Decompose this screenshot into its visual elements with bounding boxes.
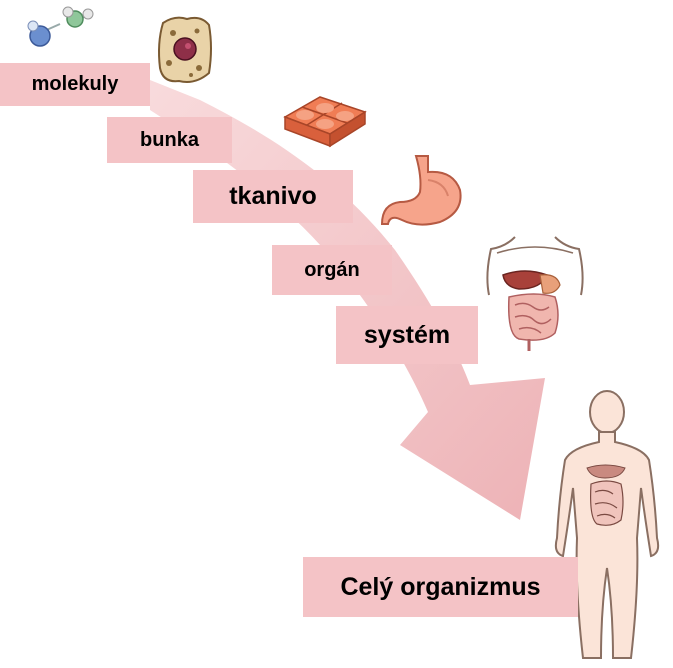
tissue-icon <box>275 82 375 152</box>
digestive-system-icon <box>485 235 585 355</box>
human-body-icon <box>535 388 673 668</box>
label-bunka: bunka <box>107 117 232 163</box>
label-system: systém <box>336 306 478 364</box>
stomach-icon <box>378 152 473 232</box>
molecule-icon <box>20 4 120 64</box>
label-cely-organizmus: Celý organizmus <box>303 557 578 617</box>
label-molekuly: molekuly <box>0 63 150 106</box>
label-tkanivo: tkanivo <box>193 170 353 223</box>
label-organ: orgán <box>272 245 392 295</box>
cell-icon <box>155 13 215 88</box>
